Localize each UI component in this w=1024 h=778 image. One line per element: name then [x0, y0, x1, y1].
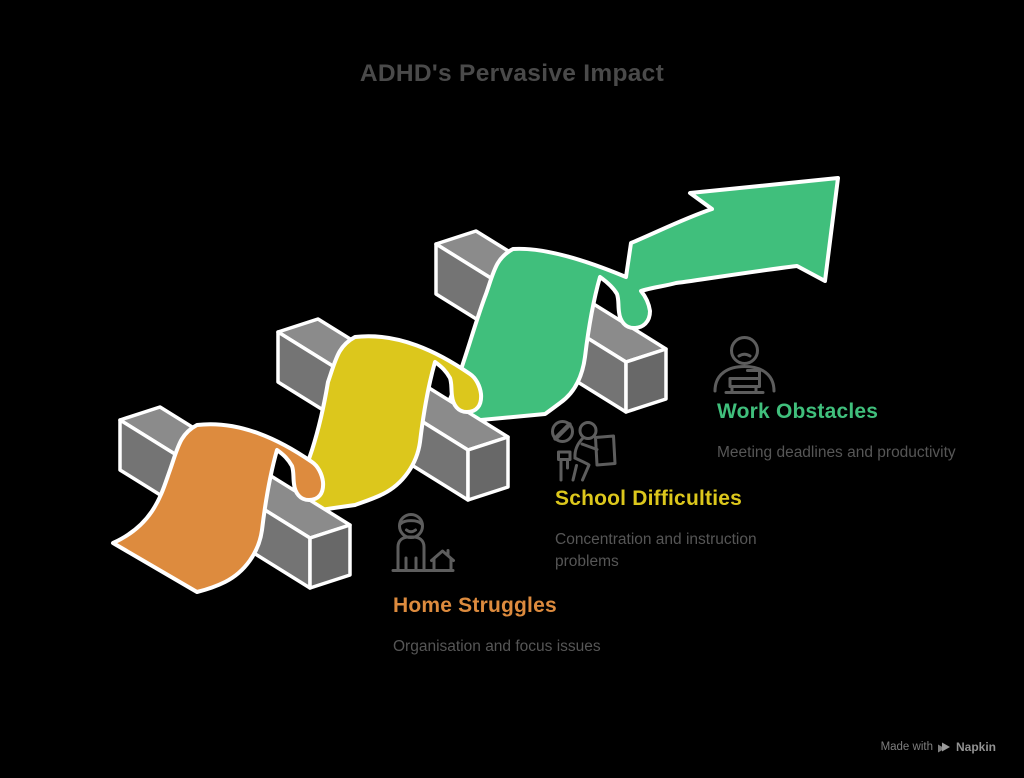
callout-work: Work Obstacles Meeting deadlines and pro… [717, 400, 997, 464]
school-icon-box [549, 418, 624, 491]
napkin-logo-icon [937, 742, 950, 752]
callout-home: Home Struggles Organisation and focus is… [393, 594, 643, 658]
distracted-student-icon [551, 420, 617, 482]
person-house-icon [391, 513, 455, 572]
person-laptop-icon [713, 336, 776, 394]
watermark-brand: Napkin [955, 740, 996, 754]
ribbon-home-segment [111, 422, 326, 594]
home-icon-box [390, 512, 456, 585]
home-label: Home Struggles [393, 594, 557, 617]
school-description: Concentration and instruction problems [555, 531, 757, 571]
watermark: Made with Napkin [881, 740, 996, 754]
home-description: Organisation and focus issues [393, 638, 601, 655]
school-label: School Difficulties [555, 487, 742, 510]
page-title: ADHD's Pervasive Impact [359, 60, 665, 87]
callout-school: School Difficulties Concentration and in… [555, 487, 787, 574]
ribbon-work-segment [436, 176, 840, 426]
ribbon-school-segment [283, 334, 484, 517]
work-description: Meeting deadlines and productivity [717, 444, 956, 461]
work-icon-box [708, 334, 778, 401]
work-label: Work Obstacles [717, 400, 879, 423]
watermark-prefix: Made with [880, 741, 933, 753]
